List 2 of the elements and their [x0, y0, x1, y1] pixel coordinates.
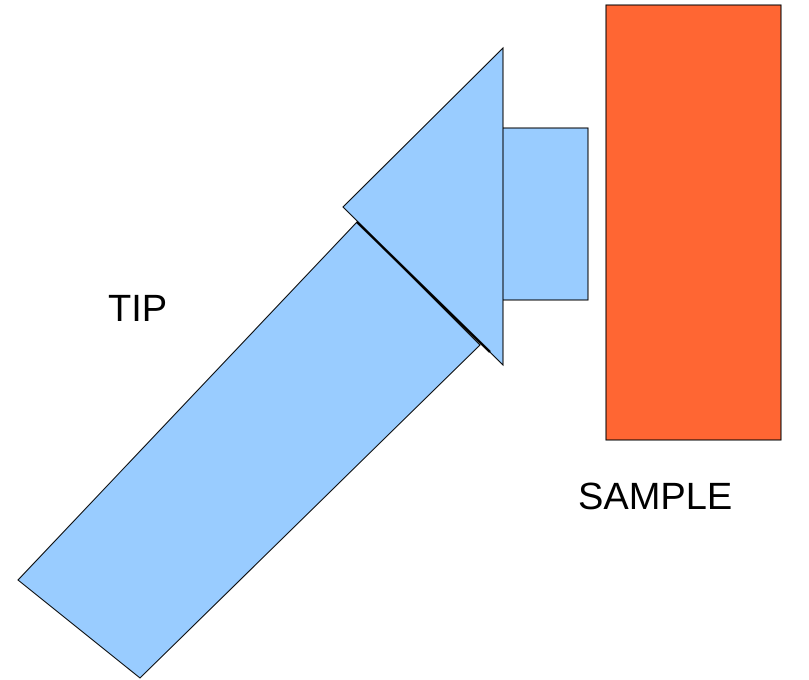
tip-label: TIP — [108, 290, 168, 328]
sample-label: SAMPLE — [578, 478, 732, 516]
